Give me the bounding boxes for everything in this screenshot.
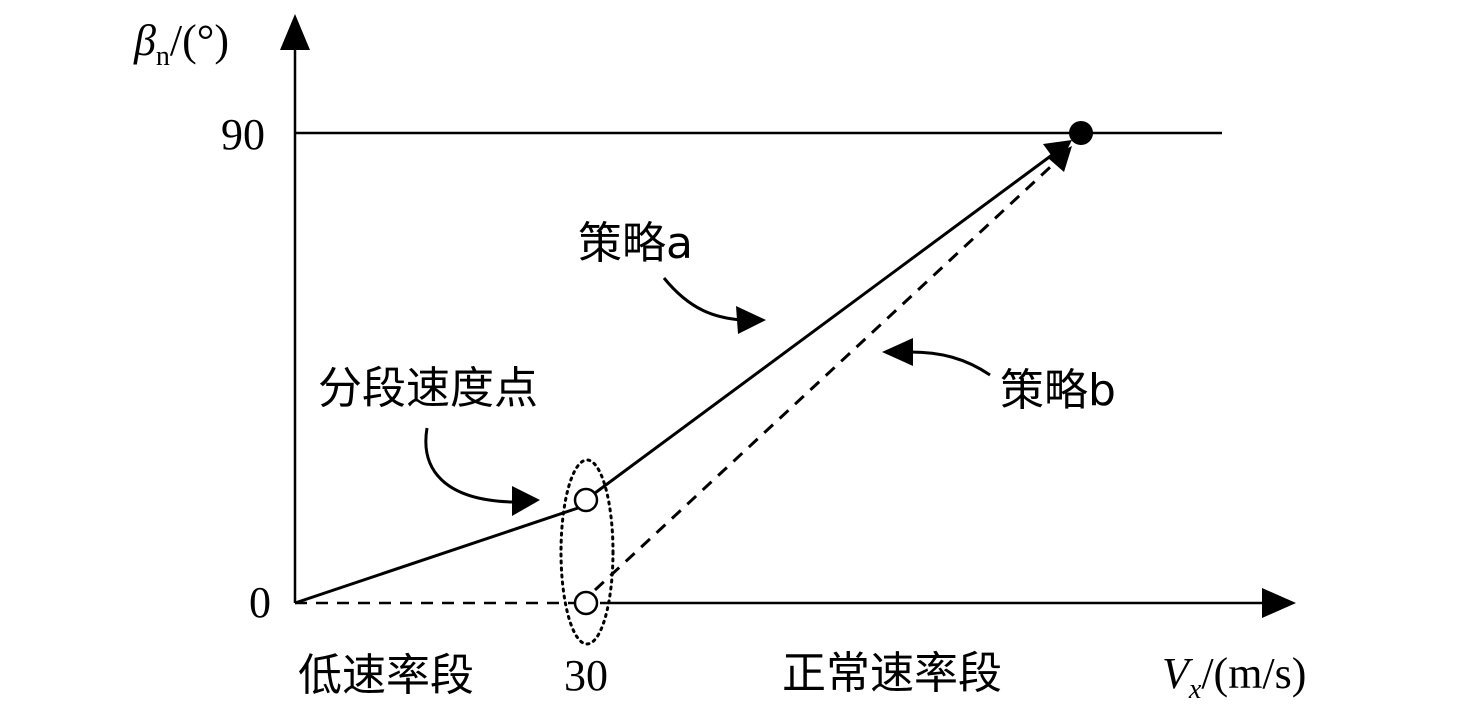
y-tick-0: 0 (249, 578, 271, 627)
y-axis-unit: /(°) (170, 16, 229, 65)
split-point-lower (573, 590, 599, 616)
label-strategy-b: 策略b (1000, 365, 1116, 416)
split-point-upper (573, 487, 599, 513)
x-axis-label: Vx/(m/s) (1162, 649, 1306, 705)
pointer-strategy-a (662, 277, 743, 322)
y-axis-subscript: n (156, 41, 170, 72)
strategy-a-arrowhead (1043, 140, 1072, 166)
x-tick-30: 30 (564, 651, 608, 700)
region-low-speed: 低速率段 (298, 650, 474, 701)
label-split-point: 分段速度点 (318, 363, 538, 414)
pointer-split-point (424, 427, 513, 504)
pointer-split-point-head (512, 486, 540, 516)
strategy-b-arrowhead (1048, 146, 1072, 172)
pointer-strategy-b-head (882, 338, 913, 366)
y-tick-90: 90 (221, 110, 265, 159)
x-axis-unit: /(m/s) (1201, 649, 1306, 698)
x-axis-subscript: x (1188, 674, 1202, 705)
pointer-strategy-b (909, 350, 991, 377)
y-axis-symbol: β (133, 16, 156, 65)
y-axis-arrowhead (280, 14, 310, 50)
strategy-a-normal-segment (594, 153, 1053, 495)
x-axis-arrowhead (1262, 588, 1296, 618)
x-axis-symbol: V (1162, 649, 1194, 698)
strategy-b-line (593, 156, 1062, 592)
region-normal-speed: 正常速率段 (782, 648, 1002, 699)
end-point (1069, 121, 1093, 145)
label-strategy-a: 策略a (578, 218, 693, 269)
split-point-ellipse (559, 458, 615, 646)
y-axis-label: βn/(°) (133, 16, 229, 72)
strategy-a-low-segment (294, 506, 579, 605)
pointer-strategy-a-head (736, 306, 766, 334)
